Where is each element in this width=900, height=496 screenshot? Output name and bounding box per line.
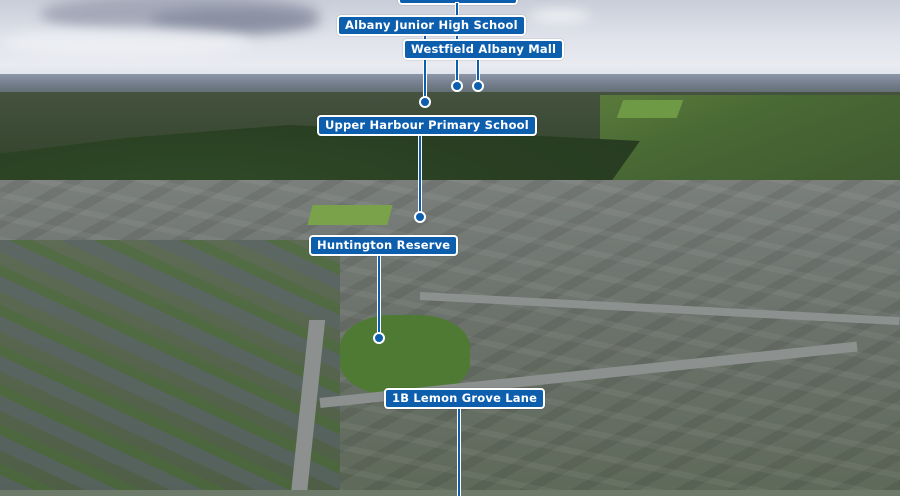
pin-dot-top-cutoff xyxy=(451,80,463,92)
stem-westfield-albany xyxy=(477,58,479,82)
reserve-park xyxy=(340,315,470,395)
label-property: 1B Lemon Grove Lane xyxy=(384,388,546,409)
label-huntington-reserve: Huntington Reserve xyxy=(309,235,459,256)
stem-albany-junior-high xyxy=(424,34,426,100)
label-westfield-albany: Westfield Albany Mall xyxy=(403,39,565,60)
label-upper-harbour-primary: Upper Harbour Primary School xyxy=(317,115,537,136)
stem-upper-harbour-primary xyxy=(419,134,421,214)
stem-property xyxy=(458,406,460,496)
pin-dot-huntington-reserve xyxy=(373,332,385,344)
green-field xyxy=(616,100,684,118)
cloud xyxy=(530,10,590,22)
stem-huntington-reserve xyxy=(378,254,380,334)
pin-dot-westfield-albany xyxy=(472,80,484,92)
suburb-left xyxy=(0,240,340,490)
label-top-cutoff xyxy=(398,0,518,5)
pin-dot-albany-junior-high xyxy=(419,96,431,108)
label-albany-junior-high: Albany Junior High School xyxy=(337,15,526,36)
school-field xyxy=(307,205,393,225)
pin-dot-upper-harbour-primary xyxy=(414,211,426,223)
cloud xyxy=(0,28,250,58)
